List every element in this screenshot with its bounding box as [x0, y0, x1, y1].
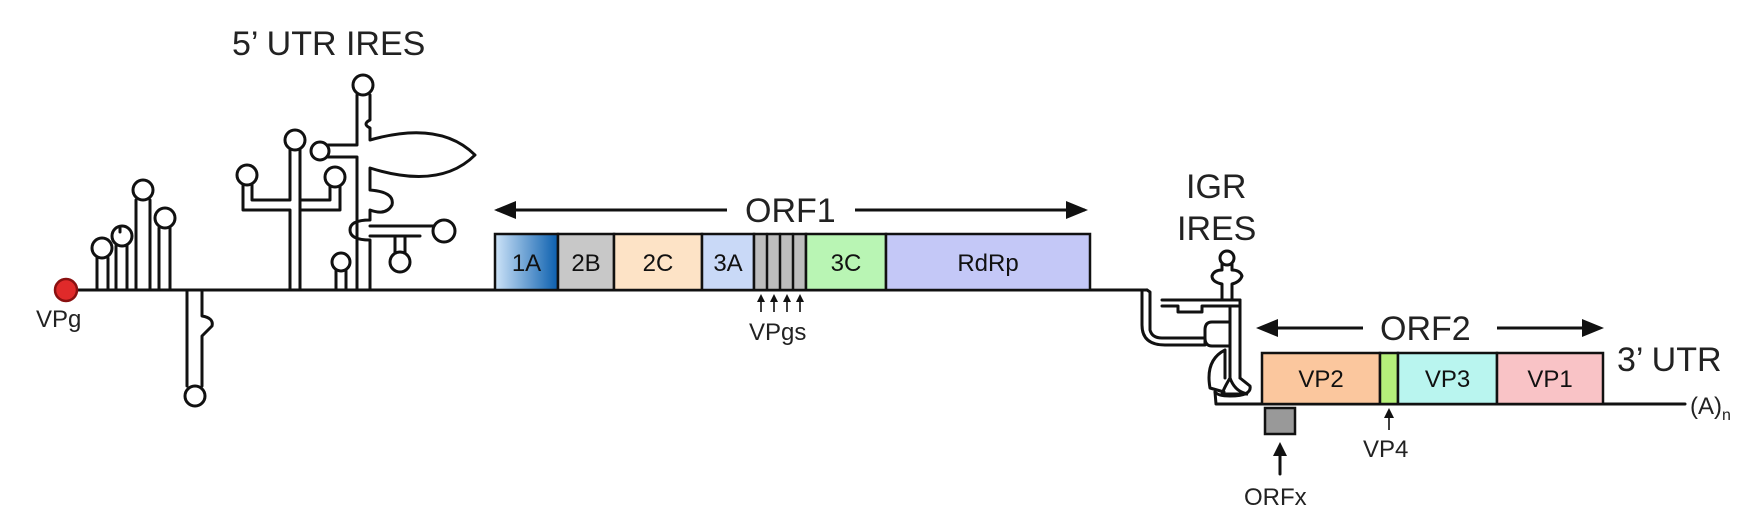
orf2-segment-vp3 [1396, 351, 1499, 406]
orf1-segment-1a [493, 232, 560, 292]
polya-text: (A) [1690, 393, 1722, 420]
orfx-label: ORFx [1244, 484, 1307, 511]
orf1-segment-3a [700, 232, 756, 292]
orf1-label-rdrp: RdRp [957, 250, 1018, 277]
vpg-dot [53, 277, 79, 303]
orf1-arrow [494, 201, 1088, 219]
orf2-polyprotein: VP2 VP3 VP1 [1260, 351, 1605, 406]
utr3-label: 3’ UTR [1617, 341, 1722, 379]
orf2-label-vp3: VP3 [1425, 366, 1470, 393]
vp4-arrow [1384, 408, 1394, 430]
utr5-stem-loops [90, 178, 177, 292]
orf2-label: ORF2 [1380, 310, 1471, 348]
utr5-tall-domain [309, 73, 477, 292]
orf1-polyprotein: 1A 2B 2C 3A 3C RdRp [493, 232, 1092, 292]
igr-label-line2: IRES [1177, 210, 1256, 248]
orfx-arrow [1273, 442, 1287, 476]
igr-ires-structure [1140, 249, 1264, 406]
vpgs-arrows [757, 294, 804, 312]
orf1-label-3a: 3A [713, 250, 742, 277]
polya-label: (A)n [1690, 393, 1731, 424]
vp4-label: VP4 [1363, 436, 1408, 463]
orf1-label-3c: 3C [831, 250, 862, 277]
vpgs-label: VPgs [749, 319, 806, 346]
igr-label-line1: IGR [1186, 168, 1246, 206]
orf1-segment-2c [612, 232, 704, 292]
orf2-segment-vp4 [1378, 351, 1400, 406]
orf1-label-2c: 2C [643, 250, 674, 277]
utr5-ires-label: 5’ UTR IRES [232, 25, 425, 63]
orf1-label-1a: 1A [512, 250, 541, 277]
vpg-label: VPg [36, 306, 81, 333]
orf1-segment-rdrp [884, 232, 1092, 292]
orfx-box [1263, 406, 1297, 436]
orf2-label-vp2: VP2 [1298, 366, 1343, 393]
orf1-segment-3c [804, 232, 888, 292]
vpgs-dividers [765, 232, 795, 292]
polya-subscript: n [1722, 407, 1731, 424]
orf1-label: ORF1 [745, 192, 836, 230]
utr5-cross-domain [235, 128, 352, 292]
utr5-down-stem [183, 288, 214, 408]
orf2-segment-vp1 [1495, 351, 1605, 406]
orf2-arrow [1256, 319, 1604, 337]
orf1-label-2b: 2B [571, 250, 600, 277]
orf2-label-vp1: VP1 [1527, 366, 1572, 393]
orf1-segment-2b [556, 232, 616, 292]
